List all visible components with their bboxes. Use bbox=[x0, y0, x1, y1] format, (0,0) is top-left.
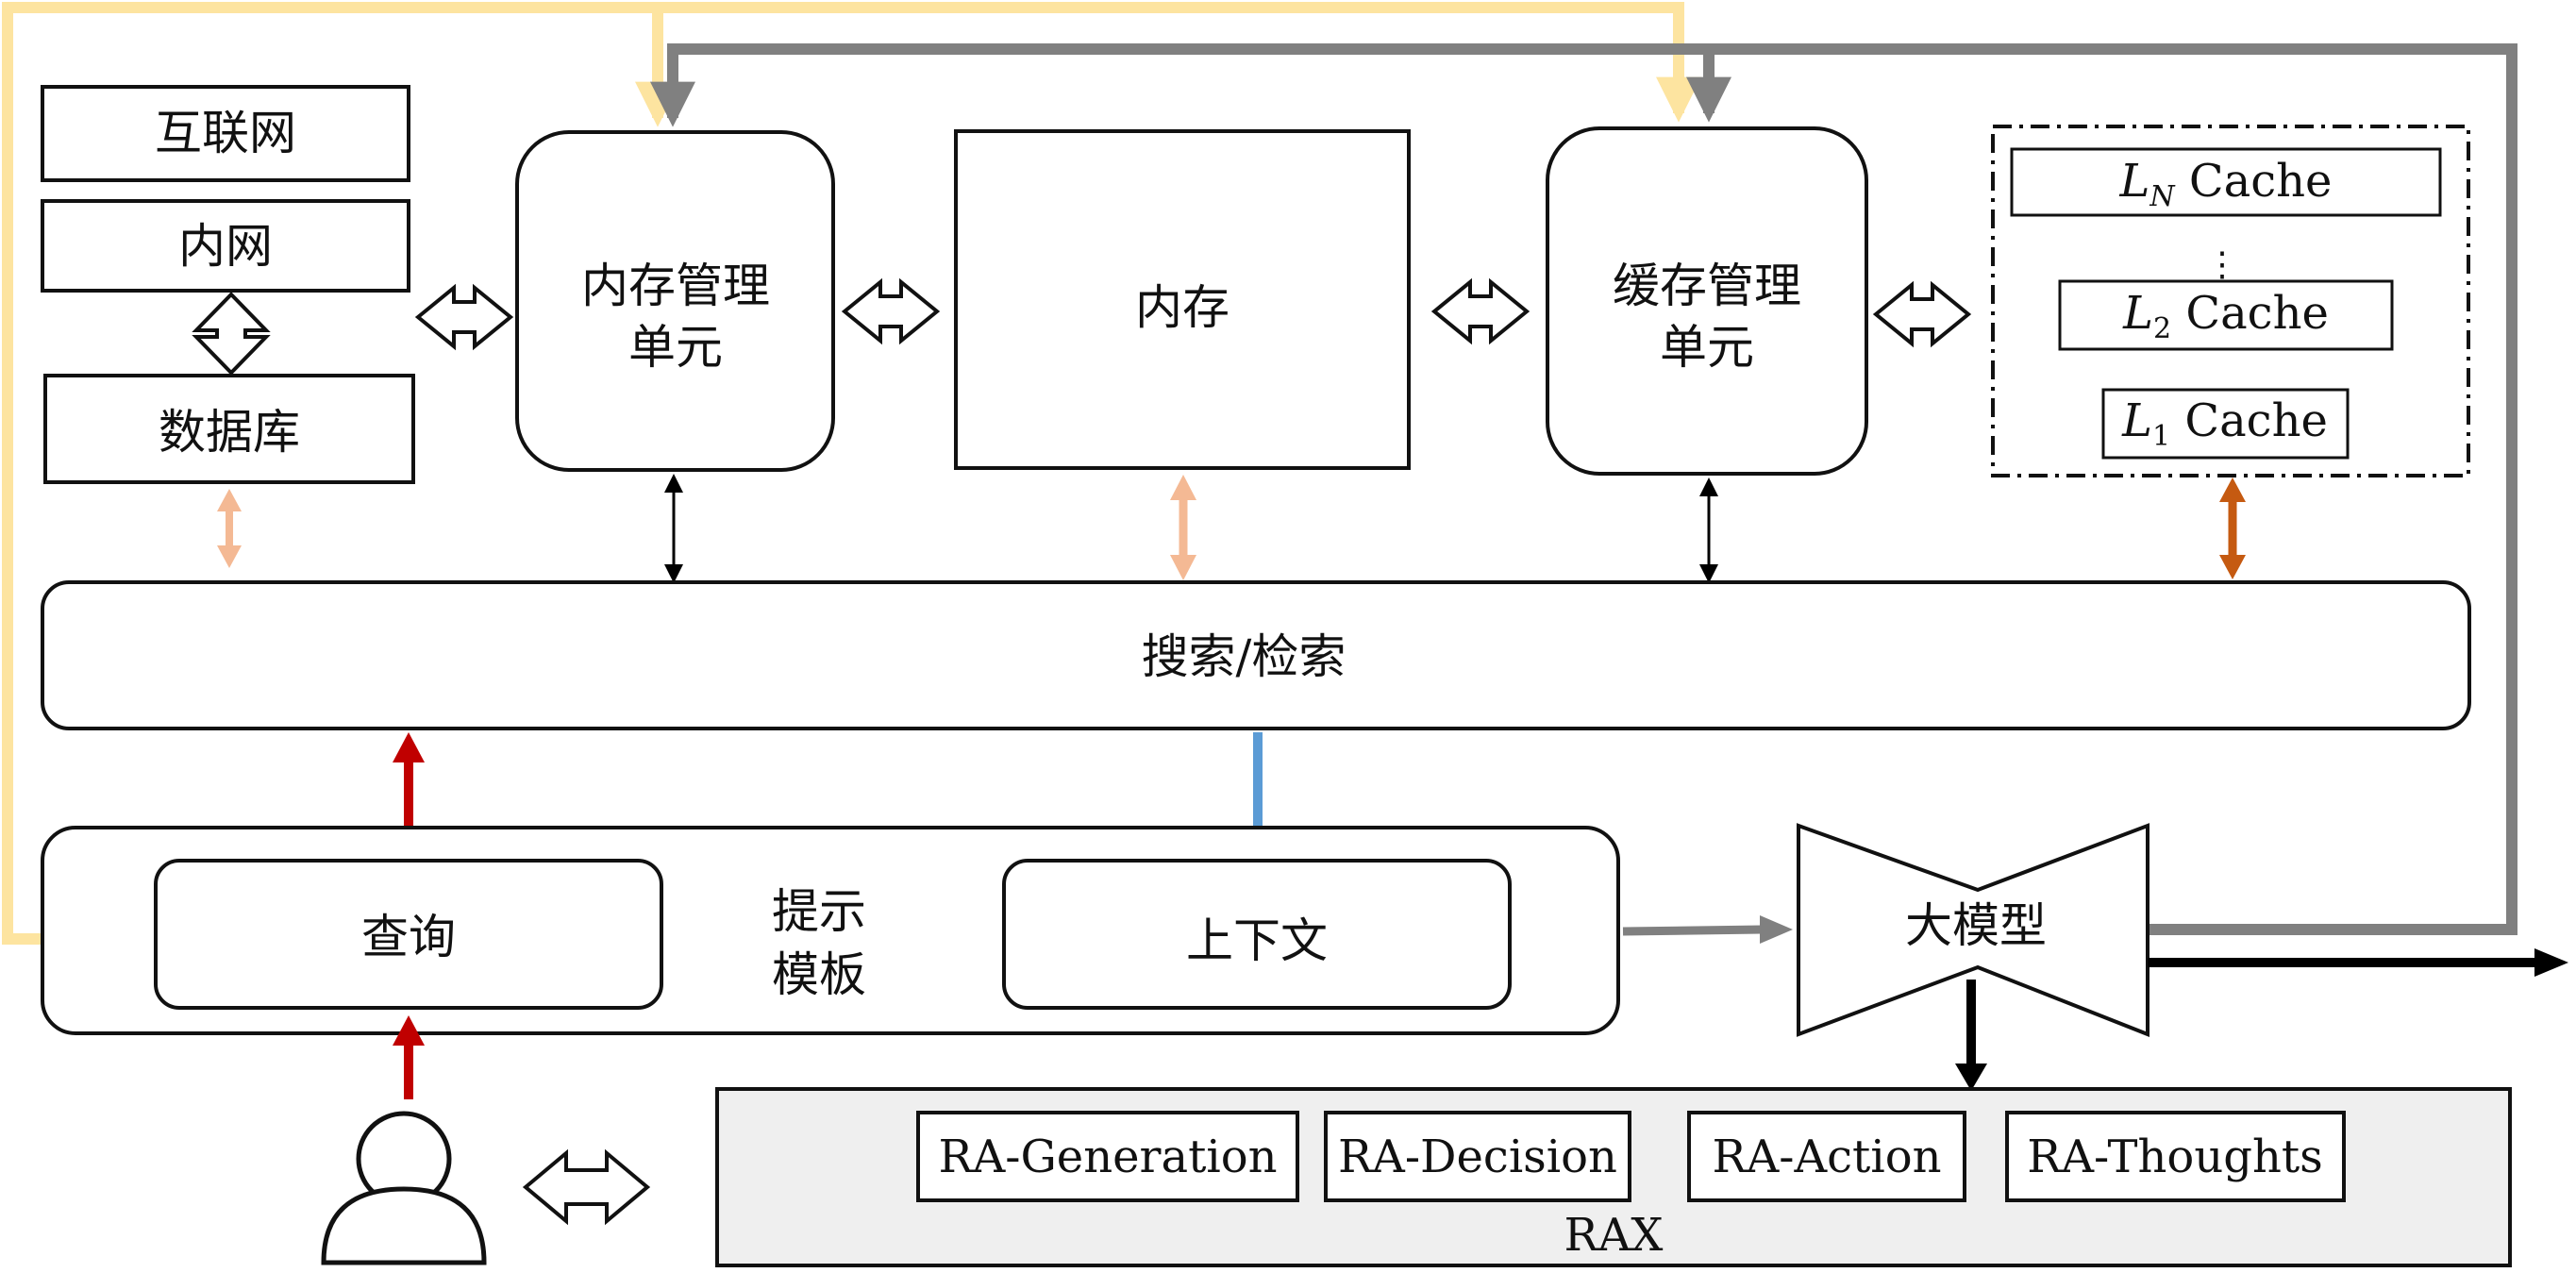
cache-mgmt-label-line1: 缓存管理 bbox=[1613, 259, 1801, 313]
sources-memory-mgmt-double-arrow bbox=[414, 283, 514, 351]
cache-mgmt-caches-double-arrow bbox=[1872, 280, 1972, 348]
query-label: 查询 bbox=[361, 910, 456, 964]
user-query-arrow bbox=[393, 1015, 425, 1099]
l2-cache-symbol: L bbox=[2122, 287, 2153, 340]
context-box: 上下文 bbox=[1002, 859, 1512, 1010]
cache-hierarchy: LN Cache ⋮ L2 Cache L1 Cache bbox=[1991, 125, 2470, 477]
rax-item-label: RA-Action bbox=[1712, 1131, 1941, 1183]
rax-item-label: RA-Thoughts bbox=[2027, 1131, 2323, 1183]
ln-cache: LN Cache bbox=[2010, 147, 2442, 217]
llm-output-arrow bbox=[2148, 948, 2568, 977]
search-retrieval-label: 搜索/检索 bbox=[1142, 629, 1347, 684]
memory-mgmt-label-line1: 内存管理 bbox=[581, 259, 770, 313]
context-label: 上下文 bbox=[1186, 913, 1328, 968]
l1-cache-symbol: L bbox=[2121, 394, 2152, 447]
memory-mgmt-label-line2: 单元 bbox=[628, 320, 723, 375]
memory-management-unit: 内存管理 单元 bbox=[515, 130, 835, 472]
l2-cache-subscript: 2 bbox=[2153, 312, 2171, 345]
ln-cache-symbol: L bbox=[2119, 155, 2150, 208]
l1-cache-subscript: 1 bbox=[2152, 420, 2170, 453]
yellow-feedback-line-branch bbox=[658, 2, 1701, 123]
large-model-label: 大模型 bbox=[1905, 898, 2047, 953]
rax-item-label: RA-Decision bbox=[1338, 1131, 1617, 1183]
cache-mgmt-search-arrow bbox=[1699, 477, 1718, 583]
svg-text:LN Cache: LN Cache bbox=[2119, 155, 2333, 213]
user-icon bbox=[321, 1111, 487, 1265]
rax-item-action: RA-Action bbox=[1687, 1111, 1966, 1202]
intranet-database-double-arrow bbox=[192, 292, 271, 376]
rax-item-generation: RA-Generation bbox=[916, 1111, 1299, 1202]
large-model: 大模型 bbox=[1797, 823, 2149, 1037]
rax-item-thoughts: RA-Thoughts bbox=[2005, 1111, 2346, 1202]
caches-search-arrow bbox=[2219, 477, 2246, 579]
intranet-label: 内网 bbox=[178, 219, 273, 274]
llm-rax-arrow bbox=[1955, 980, 1987, 1091]
ln-cache-suffix: Cache bbox=[2175, 155, 2333, 208]
database-search-arrow bbox=[217, 489, 242, 568]
rax-panel: RAX RA-Generation RA-Decision RA-Action … bbox=[715, 1087, 2512, 1267]
gray-feedback-line bbox=[650, 43, 2517, 935]
cache-mgmt-label-line2: 单元 bbox=[1660, 320, 1754, 375]
prompt-template: 提示 模板 查询 上下文 bbox=[41, 826, 1620, 1035]
prompt-llm-arrow bbox=[1622, 915, 1793, 944]
rax-label: RAX bbox=[1564, 1209, 1664, 1262]
prompt-template-label-line1: 提示 bbox=[772, 884, 866, 939]
memory-mgmt-memory-double-arrow bbox=[841, 277, 941, 345]
database-box: 数据库 bbox=[43, 374, 415, 484]
l1-cache: L1 Cache bbox=[2101, 388, 2350, 460]
search-retrieval-bar: 搜索/检索 bbox=[41, 580, 2471, 730]
user-rax-double-arrow bbox=[522, 1148, 651, 1226]
ln-cache-subscript: N bbox=[2149, 180, 2176, 213]
internet-label: 互联网 bbox=[155, 106, 296, 160]
cache-ellipsis: ⋮ bbox=[2205, 245, 2239, 284]
memory-cache-mgmt-double-arrow bbox=[1430, 277, 1531, 345]
query-box: 查询 bbox=[154, 859, 663, 1010]
l2-cache-suffix: Cache bbox=[2171, 287, 2329, 340]
rax-item-label: RA-Generation bbox=[938, 1131, 1277, 1183]
memory-mgmt-search-arrow bbox=[664, 474, 683, 583]
cache-management-unit: 缓存管理 单元 bbox=[1546, 126, 1868, 476]
memory-label: 内存 bbox=[1135, 280, 1229, 335]
rax-item-decision: RA-Decision bbox=[1324, 1111, 1631, 1202]
intranet-box: 内网 bbox=[41, 199, 410, 293]
l2-cache: L2 Cache bbox=[2058, 279, 2394, 351]
memory-box: 内存 bbox=[954, 129, 1411, 470]
svg-text:L1 Cache: L1 Cache bbox=[2121, 394, 2328, 453]
memory-search-arrow bbox=[1170, 475, 1196, 580]
svg-text:L2 Cache: L2 Cache bbox=[2122, 287, 2329, 345]
prompt-template-label-line2: 模板 bbox=[772, 947, 866, 1002]
l1-cache-suffix: Cache bbox=[2170, 394, 2328, 447]
database-label: 数据库 bbox=[159, 405, 300, 460]
internet-box: 互联网 bbox=[41, 85, 410, 182]
